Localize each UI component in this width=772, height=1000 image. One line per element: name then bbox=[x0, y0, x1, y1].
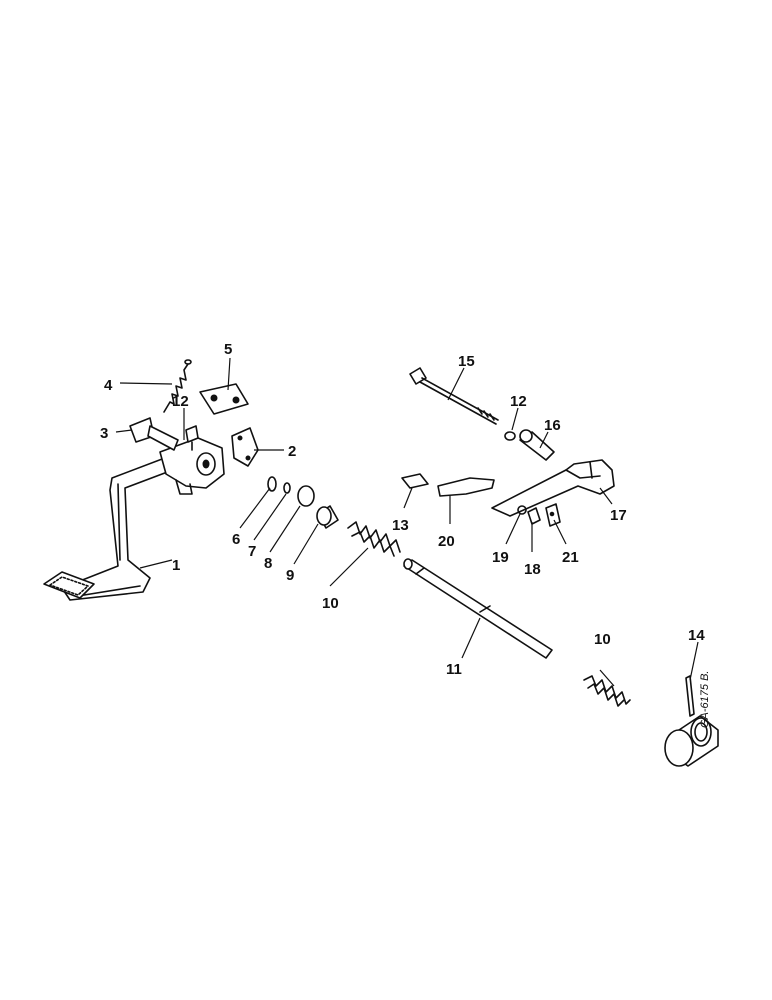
callout-10-lower: 10 bbox=[594, 631, 611, 648]
drawing-code: GA-6175 B. bbox=[699, 671, 711, 728]
pin-part bbox=[519, 429, 555, 461]
callout-8: 8 bbox=[264, 555, 272, 572]
callout-10-upper: 10 bbox=[322, 595, 339, 612]
seal-part bbox=[297, 485, 315, 507]
leader-lines bbox=[115, 357, 699, 687]
splined-hub-part bbox=[664, 715, 719, 767]
callout-16: 16 bbox=[544, 417, 561, 434]
callout-20: 20 bbox=[438, 533, 455, 550]
release-fork-part bbox=[491, 459, 615, 517]
callout-9: 9 bbox=[286, 567, 294, 584]
cross-shaft-part bbox=[403, 558, 553, 659]
callout-13: 13 bbox=[392, 517, 409, 534]
lock-washer-part bbox=[517, 505, 527, 515]
callout-12-left: 12 bbox=[172, 393, 189, 410]
spring-part-upper bbox=[347, 521, 401, 557]
callout-18: 18 bbox=[524, 561, 541, 578]
bracket-part bbox=[437, 477, 495, 497]
clip-part bbox=[545, 503, 561, 527]
long-bolt-part bbox=[409, 367, 499, 425]
pivot-bolt-part bbox=[129, 417, 179, 451]
link-plate-part bbox=[199, 383, 249, 415]
pedal-lever-part bbox=[43, 437, 225, 601]
o-ring-part bbox=[283, 482, 291, 494]
roll-pin-part bbox=[685, 675, 695, 717]
washer-part bbox=[267, 476, 277, 492]
cover-plate-part bbox=[231, 427, 259, 467]
nut-part bbox=[504, 431, 516, 441]
grease-fitting-part bbox=[185, 425, 199, 451]
callout-7: 7 bbox=[248, 543, 256, 560]
spring-part-lower bbox=[583, 675, 631, 707]
callout-12-right: 12 bbox=[510, 393, 527, 410]
callout-3: 3 bbox=[100, 425, 108, 442]
callout-5: 5 bbox=[224, 341, 232, 358]
callout-labels: 1 2 3 4 5 12 6 7 8 9 10 11 10 13 20 15 1… bbox=[100, 341, 711, 728]
callout-1: 1 bbox=[172, 557, 180, 574]
screw-part bbox=[527, 507, 541, 525]
return-spring-part bbox=[163, 359, 192, 413]
callout-14: 14 bbox=[688, 627, 705, 644]
callout-2: 2 bbox=[288, 443, 296, 460]
callout-15: 15 bbox=[458, 353, 475, 370]
key-part bbox=[401, 473, 429, 489]
callout-21: 21 bbox=[562, 549, 579, 566]
callout-6: 6 bbox=[232, 531, 240, 548]
callout-19: 19 bbox=[492, 549, 509, 566]
bushing-part bbox=[316, 505, 339, 529]
callout-4: 4 bbox=[104, 377, 113, 394]
callout-17: 17 bbox=[610, 507, 627, 524]
callout-11: 11 bbox=[446, 661, 462, 678]
